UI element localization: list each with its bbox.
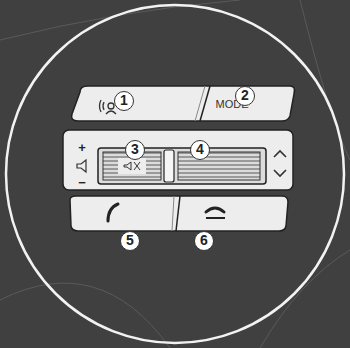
callout-number: 1 <box>114 91 134 111</box>
callout-number: 6 <box>194 231 214 251</box>
callout-number: 2 <box>235 86 255 106</box>
callout-number: 3 <box>125 140 145 160</box>
callout-number: 5 <box>120 231 140 251</box>
callout-number: 4 <box>190 140 210 160</box>
volume-sign: + <box>78 140 86 155</box>
volume-sign: − <box>78 175 86 190</box>
